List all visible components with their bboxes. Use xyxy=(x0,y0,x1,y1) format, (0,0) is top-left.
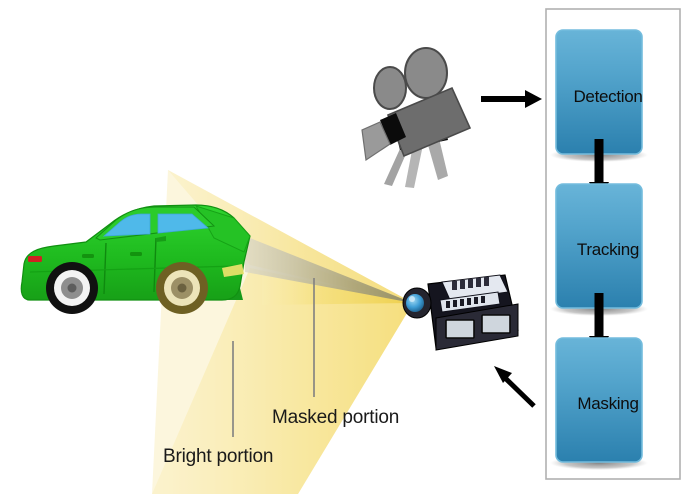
car-headlight xyxy=(222,264,244,277)
car-wheel-front xyxy=(156,262,208,314)
camera-body xyxy=(386,86,472,158)
bright-beam-upper xyxy=(168,170,413,303)
arrow-pipeline-to-projector xyxy=(494,366,536,408)
camera-reel-large xyxy=(404,47,448,99)
car-side-mirror xyxy=(156,236,166,242)
projector-key-4 xyxy=(467,298,471,305)
masked-portion-label: Masked portion xyxy=(272,407,400,428)
car-hood xyxy=(194,205,251,253)
masked-beam-band xyxy=(245,236,413,303)
arrow-camera-to-detection xyxy=(481,90,542,108)
car-door-handle-2 xyxy=(130,252,142,256)
projector-key-6 xyxy=(481,296,485,303)
projector-key-2 xyxy=(453,300,457,307)
stage-label-detection: Detection xyxy=(573,87,643,106)
camera-reel-small xyxy=(373,66,407,110)
projector-button-a xyxy=(452,281,457,290)
video-projector-icon xyxy=(402,274,519,351)
stage-label-tracking: Tracking xyxy=(576,240,640,259)
projector-vent-right xyxy=(481,314,511,334)
projector-lens-highlight xyxy=(409,296,415,302)
car-wheel-rear xyxy=(46,262,98,314)
car-door-handle-1 xyxy=(82,254,94,258)
camera-lens-barrel xyxy=(380,113,406,145)
projector-button-e xyxy=(484,277,489,286)
projector-key-5 xyxy=(474,297,478,304)
movie-camera-icon xyxy=(361,47,472,188)
projector-key-1 xyxy=(446,301,450,308)
bright-portion-label: Bright portion xyxy=(163,446,274,467)
pipeline-stage-masking[interactable] xyxy=(550,337,648,470)
car-door-line-2 xyxy=(153,237,157,293)
camera-lens-hood xyxy=(361,121,391,162)
camera-tripod-leg-mid xyxy=(405,140,424,188)
projector-vent-left xyxy=(445,319,475,339)
camera-tripod-leg-right xyxy=(426,134,448,180)
masking-box[interactable] xyxy=(555,337,643,463)
projector-button-c xyxy=(468,279,473,288)
projector-lens xyxy=(406,294,424,312)
green-sedan xyxy=(20,204,251,314)
bright-beam-lower xyxy=(152,268,413,494)
projector-button-d xyxy=(476,278,481,287)
car-window-front xyxy=(157,213,209,234)
car-taillight xyxy=(28,256,42,262)
stage-label-masking: Masking xyxy=(577,394,639,413)
projector-button-b xyxy=(460,280,465,289)
car-door-line-1 xyxy=(103,242,107,295)
car-window-rear xyxy=(102,213,151,237)
projector-key-3 xyxy=(460,299,464,306)
